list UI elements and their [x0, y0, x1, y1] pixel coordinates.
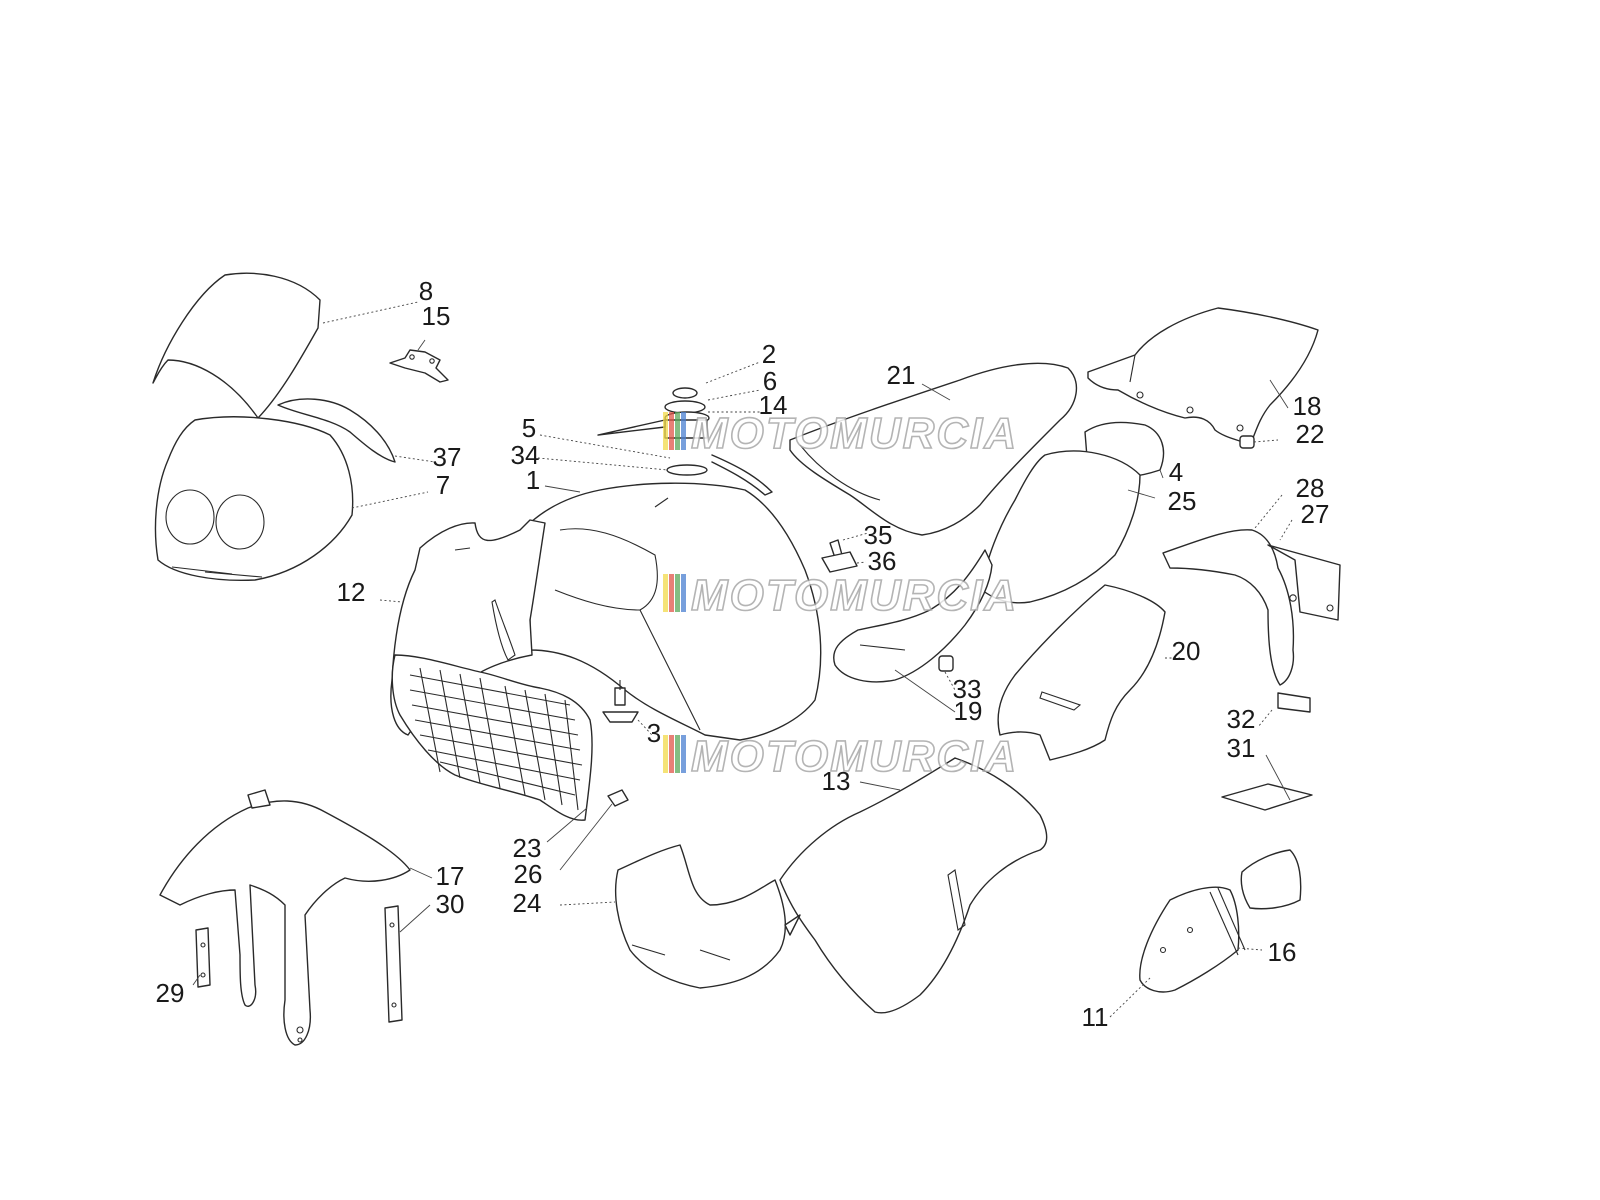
callout-35: 35: [864, 520, 893, 550]
part-headlight-fairing: [154, 416, 354, 582]
part-plate-32: [1277, 692, 1311, 713]
watermark-text: MOTOMURCIA: [691, 571, 1018, 620]
callout-12: 12: [337, 577, 366, 607]
callout-5: 5: [522, 413, 536, 443]
watermark-stripe: [663, 574, 668, 612]
part-rear-undertray: [833, 549, 993, 683]
part-windscreen: [152, 272, 321, 419]
watermark-stripe: [675, 735, 680, 773]
watermark-3: MOTOMURCIA: [663, 731, 1018, 782]
part-bracket-29: [195, 927, 211, 988]
callout-11: 11: [1082, 1002, 1109, 1032]
part-radiator-grille: [391, 654, 593, 821]
callout-7: 7: [436, 470, 450, 500]
callout-36: 36: [868, 546, 897, 576]
part-front-mudguard: [159, 789, 411, 1046]
part-chin-spoiler: [614, 844, 801, 989]
part-tail-light-assembly: [1139, 849, 1302, 993]
callout-21: 21: [887, 360, 916, 390]
callout-27: 27: [1301, 499, 1330, 529]
part-bushing-22: [1239, 435, 1255, 449]
callout-6: 6: [763, 366, 777, 396]
watermark-text: MOTOMURCIA: [691, 409, 1018, 458]
watermark-stripe: [681, 735, 686, 773]
part-bracket-35-36: [821, 539, 858, 573]
part-clip-26: [607, 789, 629, 807]
part-fastener-3: [602, 680, 639, 723]
callout-18: 18: [1293, 391, 1322, 421]
watermark-stripe: [663, 412, 668, 450]
part-bracket-15: [389, 349, 449, 383]
callout-32: 32: [1227, 704, 1256, 734]
callout-33: 33: [953, 674, 982, 704]
watermark-stripe: [681, 412, 686, 450]
callout-24: 24: [513, 888, 542, 918]
callout-37: 37: [433, 442, 462, 472]
callout-2: 2: [762, 339, 776, 369]
leader-lines: [192, 301, 1293, 1018]
callout-3: 3: [647, 718, 661, 748]
watermark-1: MOTOMURCIA: [663, 408, 1018, 459]
callout-31: 31: [1227, 733, 1256, 763]
watermark-text: MOTOMURCIA: [691, 732, 1018, 781]
callout-16: 16: [1268, 937, 1297, 967]
callout-1: 1: [526, 465, 540, 495]
watermark-stripe: [675, 574, 680, 612]
callout-4: 4: [1169, 457, 1183, 487]
part-grommet-33: [938, 655, 954, 672]
callout-29: 29: [156, 978, 185, 1008]
watermark-stripe: [681, 574, 686, 612]
part-seat: [789, 362, 1078, 536]
callout-15: 15: [422, 301, 451, 331]
callout-19: 19: [954, 696, 983, 726]
part-right-fairing-panel: [779, 757, 1048, 1014]
part-trim-37: [277, 398, 396, 463]
callout-17: 17: [436, 861, 465, 891]
callout-8: 8: [419, 276, 433, 306]
part-bracket-30: [384, 905, 403, 1023]
callout-labels: 8 15 2 6 14 5 34 1 37 7 21 18 22 4 25 28…: [156, 276, 1330, 1032]
watermark-2: MOTOMURCIA: [663, 570, 1018, 621]
part-tail-cowl: [981, 421, 1165, 604]
callout-14: 14: [759, 390, 788, 420]
part-rear-side-panel: [997, 584, 1166, 761]
callout-26: 26: [514, 859, 543, 889]
part-pad-31: [1221, 783, 1313, 811]
watermark-stripe: [669, 735, 674, 773]
callout-22: 22: [1296, 419, 1325, 449]
watermark-stripe: [669, 574, 674, 612]
callout-13: 13: [822, 766, 851, 796]
callout-28: 28: [1296, 473, 1325, 503]
watermark-stripe: [663, 735, 668, 773]
callout-34: 34: [511, 440, 540, 470]
callout-23: 23: [513, 833, 542, 863]
watermark-stripe: [669, 412, 674, 450]
callout-20: 20: [1172, 636, 1201, 666]
callout-30: 30: [436, 889, 465, 919]
watermark-stripe: [675, 412, 680, 450]
part-rear-fender: [1162, 529, 1341, 686]
callout-25: 25: [1168, 486, 1197, 516]
